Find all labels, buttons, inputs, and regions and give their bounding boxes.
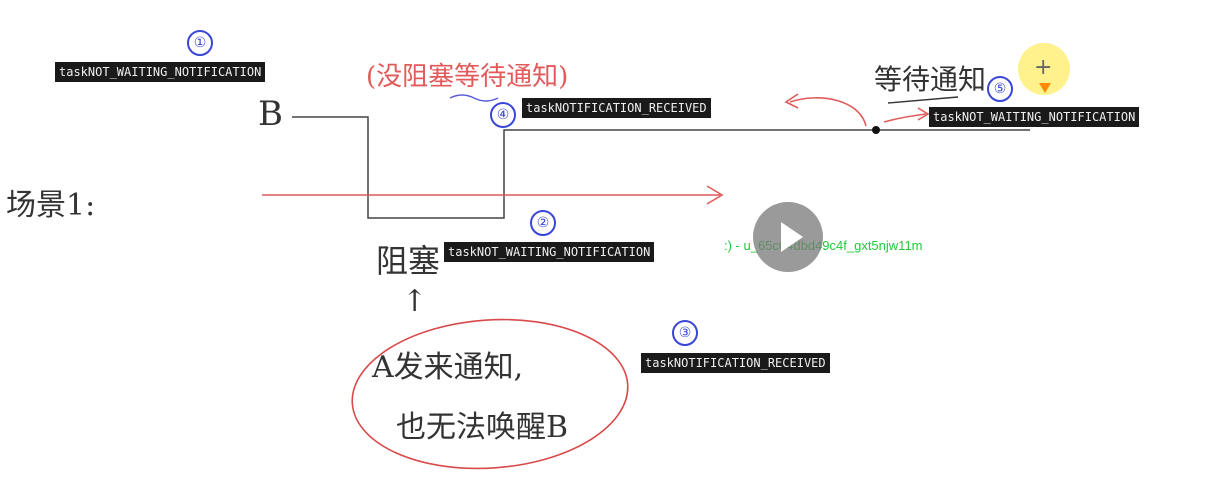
handwriting-scene: 场景1: bbox=[6, 188, 96, 223]
marker-4: ④ bbox=[490, 102, 516, 128]
handwriting-note-line2: 也无法唤醒B bbox=[396, 410, 569, 445]
cursor-highlight-icon bbox=[1018, 43, 1070, 95]
marker-5: ⑤ bbox=[987, 76, 1013, 102]
marker-2: ② bbox=[530, 210, 556, 236]
play-icon[interactable] bbox=[753, 202, 823, 272]
label-not-waiting-3: taskNOT_WAITING_NOTIFICATION bbox=[929, 107, 1140, 127]
handwriting-b: B bbox=[258, 94, 283, 134]
label-notification-received-2: taskNOTIFICATION_RECEIVED bbox=[641, 353, 830, 373]
handwriting-wait-notice-paren: (没阻塞等待通知) bbox=[366, 62, 569, 92]
marker-3: ③ bbox=[672, 320, 698, 346]
label-notification-received-1: taskNOTIFICATION_RECEIVED bbox=[522, 98, 711, 118]
handwriting-note-line1: A发来通知, bbox=[372, 350, 524, 385]
label-not-waiting-2: taskNOT_WAITING_NOTIFICATION bbox=[444, 242, 655, 262]
label-not-waiting-1: taskNOT_WAITING_NOTIFICATION bbox=[55, 62, 266, 82]
handwriting-wait-notice: 等待通知 bbox=[874, 63, 987, 96]
marker-1: ① bbox=[187, 30, 213, 56]
handwriting-blocked: 阻塞 bbox=[376, 242, 441, 280]
handwriting-arrow-up: ↑ bbox=[402, 284, 428, 319]
